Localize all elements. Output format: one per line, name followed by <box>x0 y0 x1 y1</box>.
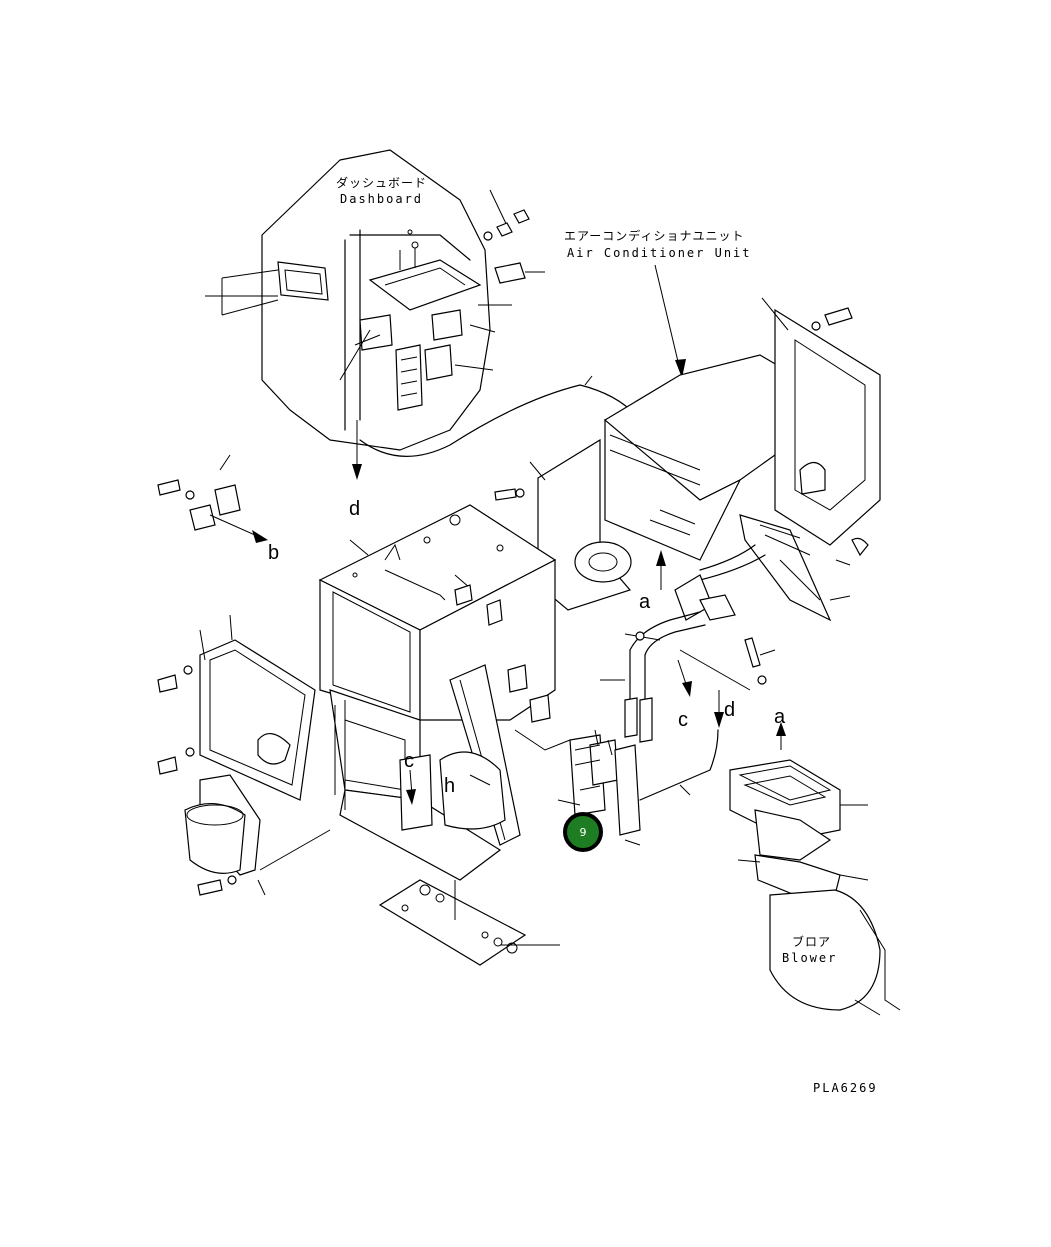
part-hotspot-9[interactable]: 9 <box>563 812 603 852</box>
callout-c-right: c <box>678 709 688 731</box>
callout-a-right: a <box>774 706 786 728</box>
main-frame <box>318 504 571 881</box>
air-conditioner-unit <box>494 264 881 801</box>
aircon-en-label: Air Conditioner Unit <box>567 246 752 260</box>
left-panel-plate <box>157 614 316 801</box>
dashboard-assembly <box>205 149 641 480</box>
aircon-jp-label: エアーコンディショナユニット <box>564 228 744 243</box>
callout-b: b <box>268 542 279 564</box>
callout-d-left: d <box>349 498 360 520</box>
hotspot-label[interactable]: 9 <box>580 826 587 839</box>
bracket-b <box>157 454 268 543</box>
blower-en-label: Blower <box>782 951 837 965</box>
dashboard-jp-label: ダッシュボード <box>336 175 427 190</box>
callout-d-right: d <box>724 699 735 721</box>
hotspot-badge[interactable] <box>563 812 603 852</box>
dashboard-en-label: Dashboard <box>340 192 423 206</box>
bottom-plate <box>378 879 560 966</box>
callout-c-left: c <box>404 750 414 772</box>
callout-a-top: a <box>639 591 651 613</box>
blower-assembly <box>729 722 901 1016</box>
drawing-code: PLA6269 <box>813 1081 878 1095</box>
clamp-bracket-assembly <box>557 729 641 846</box>
callout-h: h <box>444 775 455 797</box>
blower-jp-label: ブロア <box>792 934 831 949</box>
lower-left-duct <box>184 774 331 896</box>
